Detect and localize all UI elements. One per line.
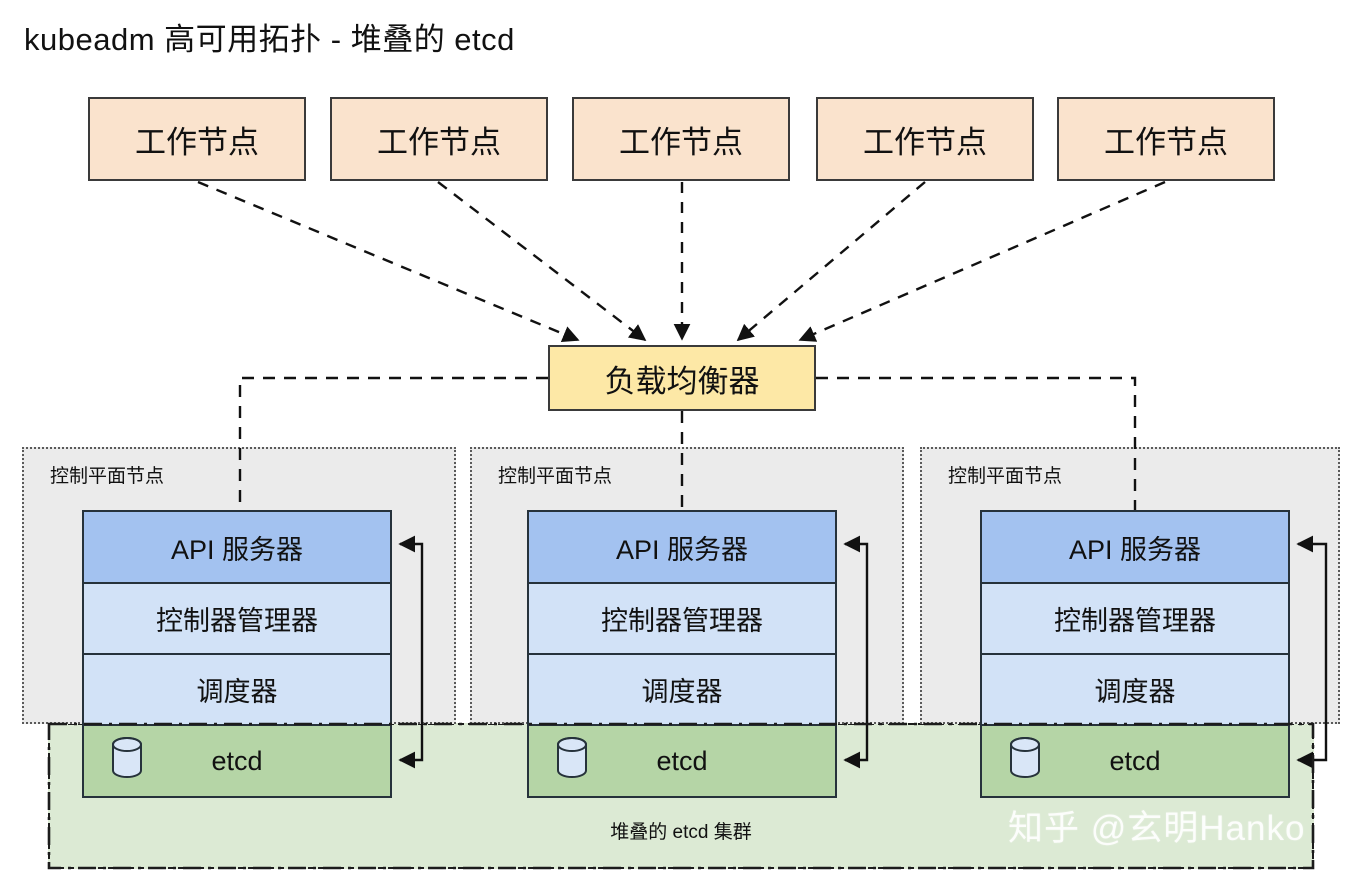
controller-manager-label: 控制器管理器 xyxy=(1054,606,1216,636)
control-plane-stack-2: API 服务器 控制器管理器 调度器 etcd xyxy=(527,510,837,798)
worker-node-label: 工作节点 xyxy=(619,124,743,160)
api-server-label: API 服务器 xyxy=(615,534,749,565)
control-plane-node-label: 控制平面节点 xyxy=(50,466,165,487)
stacked-etcd-cluster-label: 堆叠的 etcd 集群 xyxy=(610,822,752,843)
control-plane-stack-3: API 服务器 控制器管理器 调度器 etcd xyxy=(980,510,1290,798)
controller-manager-box[interactable]: 控制器管理器 xyxy=(84,584,390,655)
etcd-label: etcd xyxy=(211,745,263,776)
worker-node-3[interactable]: 工作节点 xyxy=(572,97,790,181)
load-balancer-label: 负载均衡器 xyxy=(604,363,760,399)
controller-manager-label: 控制器管理器 xyxy=(601,606,763,636)
scheduler-label: 调度器 xyxy=(641,677,723,707)
database-cylinder-icon xyxy=(555,736,589,787)
database-cylinder-icon xyxy=(110,736,144,787)
controller-manager-label: 控制器管理器 xyxy=(156,606,318,636)
api-server-box[interactable]: API 服务器 xyxy=(982,512,1288,584)
api-server-label: API 服务器 xyxy=(170,534,304,565)
scheduler-box[interactable]: 调度器 xyxy=(84,655,390,726)
page-title: kubeadm 高可用拓扑 - 堆叠的 etcd xyxy=(24,22,515,57)
controller-manager-box[interactable]: 控制器管理器 xyxy=(982,584,1288,655)
scheduler-box[interactable]: 调度器 xyxy=(529,655,835,726)
worker-node-label: 工作节点 xyxy=(135,124,259,160)
api-server-label: API 服务器 xyxy=(1068,534,1202,565)
etcd-label: etcd xyxy=(656,745,708,776)
etcd-box[interactable]: etcd xyxy=(84,726,390,796)
scheduler-label: 调度器 xyxy=(1094,677,1176,707)
worker-node-label: 工作节点 xyxy=(377,124,501,160)
database-cylinder-icon xyxy=(1008,736,1042,787)
api-server-box[interactable]: API 服务器 xyxy=(529,512,835,584)
control-plane-stack-1: API 服务器 控制器管理器 调度器 etcd xyxy=(82,510,392,798)
worker-node-label: 工作节点 xyxy=(1104,124,1228,160)
etcd-box[interactable]: etcd xyxy=(982,726,1288,796)
control-plane-node-label: 控制平面节点 xyxy=(948,466,1063,487)
worker-node-4[interactable]: 工作节点 xyxy=(816,97,1034,181)
worker-node-5[interactable]: 工作节点 xyxy=(1057,97,1275,181)
api-server-box[interactable]: API 服务器 xyxy=(84,512,390,584)
load-balancer[interactable]: 负载均衡器 xyxy=(548,345,816,411)
worker-node-2[interactable]: 工作节点 xyxy=(330,97,548,181)
etcd-box[interactable]: etcd xyxy=(529,726,835,796)
etcd-label: etcd xyxy=(1109,745,1161,776)
controller-manager-box[interactable]: 控制器管理器 xyxy=(529,584,835,655)
scheduler-label: 调度器 xyxy=(196,677,278,707)
control-plane-node-label: 控制平面节点 xyxy=(498,466,613,487)
worker-node-1[interactable]: 工作节点 xyxy=(88,97,306,181)
scheduler-box[interactable]: 调度器 xyxy=(982,655,1288,726)
worker-node-label: 工作节点 xyxy=(863,124,987,160)
worker-to-lb-connectors xyxy=(197,180,1166,342)
